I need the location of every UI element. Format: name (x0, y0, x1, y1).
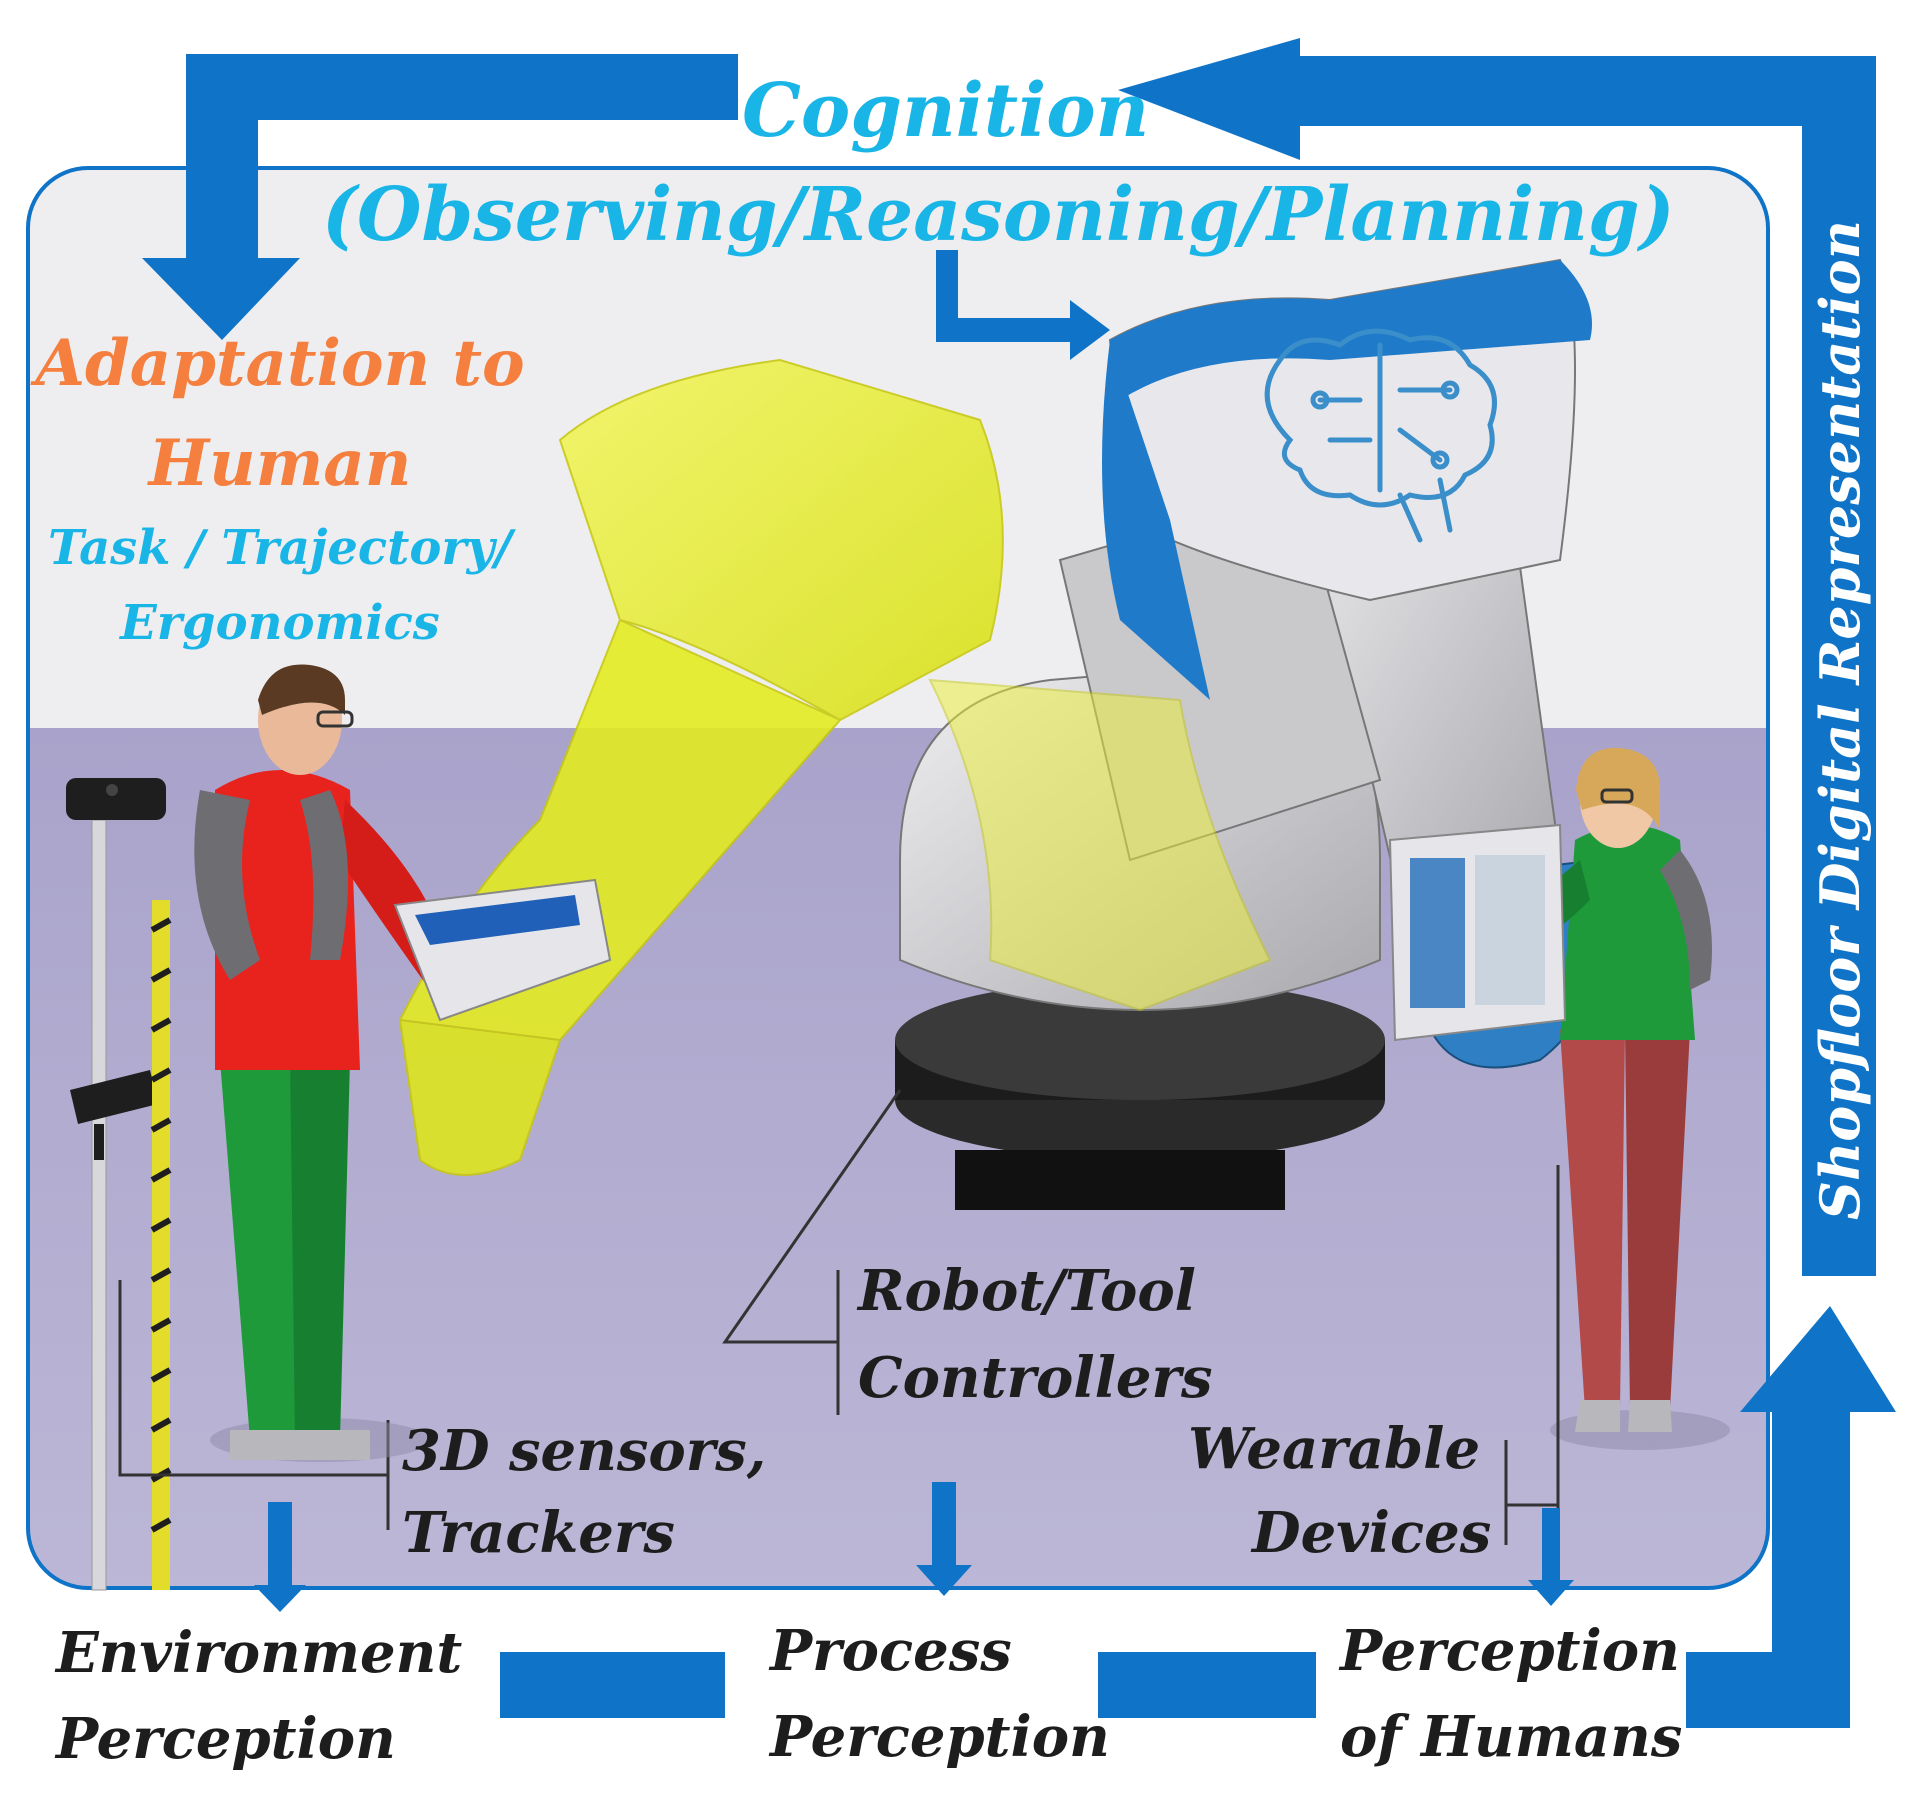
arrow-down-process (916, 1482, 972, 1596)
arrow-cognition-to-robot (936, 250, 1110, 360)
brain-circuit-icon (1264, 328, 1497, 543)
shopfloor-label: Shopfloor Digital Representation (1808, 220, 1872, 1220)
arrow-cognition-to-adaptation (142, 54, 738, 340)
arrow-segment-environment-to-process (500, 1652, 725, 1718)
controllers-leader-line (722, 1089, 902, 1415)
environment-perception-line2: Perception (56, 1706, 396, 1772)
cognition-subtitle: (Observing/Reasoning/Planning) (322, 172, 1675, 258)
sensor-tower (66, 778, 390, 1591)
control-panel (1388, 823, 1567, 1042)
arrow-down-humans (1528, 1508, 1574, 1606)
controllers-line1: Robot/Tool (858, 1258, 1196, 1324)
adaptation-detail-line2: Ergonomics (120, 595, 440, 651)
flow-arrows (142, 38, 1896, 1728)
arrow-segment-process-to-humans (1098, 1652, 1316, 1718)
adaptation-detail-line1: Task / Trajectory/ (47, 520, 513, 576)
robot-base (895, 980, 1385, 1210)
cognition-title: Cognition (742, 68, 1150, 154)
tray (393, 878, 612, 1022)
controllers-line2: Controllers (858, 1345, 1213, 1411)
arrow-down-environment (254, 1502, 306, 1612)
sensors-line1: 3D sensors, (402, 1418, 767, 1484)
adaptation-title-line2: Human (148, 426, 412, 501)
worker-male (194, 664, 500, 1462)
adaptation-title-line1: Adaptation to (35, 326, 525, 401)
humans-perception-line1: Perception (1340, 1618, 1680, 1684)
environment-perception-line1: Environment (56, 1620, 463, 1686)
wearable-bracket (1504, 1440, 1558, 1545)
camera-icon (70, 1070, 158, 1160)
robot-arm-yellow (398, 358, 1272, 1176)
sensors-line2: Trackers (402, 1500, 675, 1566)
arrow-humans-to-shopfloor (1686, 1306, 1896, 1728)
process-perception-line1: Process (770, 1618, 1012, 1684)
process-perception-line2: Perception (770, 1704, 1110, 1770)
scene-panel-border (26, 166, 1770, 1590)
camera-icon (66, 778, 166, 820)
wearables-line2: Devices (1252, 1500, 1492, 1566)
humans-perception-line2: of Humans (1340, 1704, 1683, 1770)
wearables-line1: Wearable (1188, 1416, 1481, 1482)
